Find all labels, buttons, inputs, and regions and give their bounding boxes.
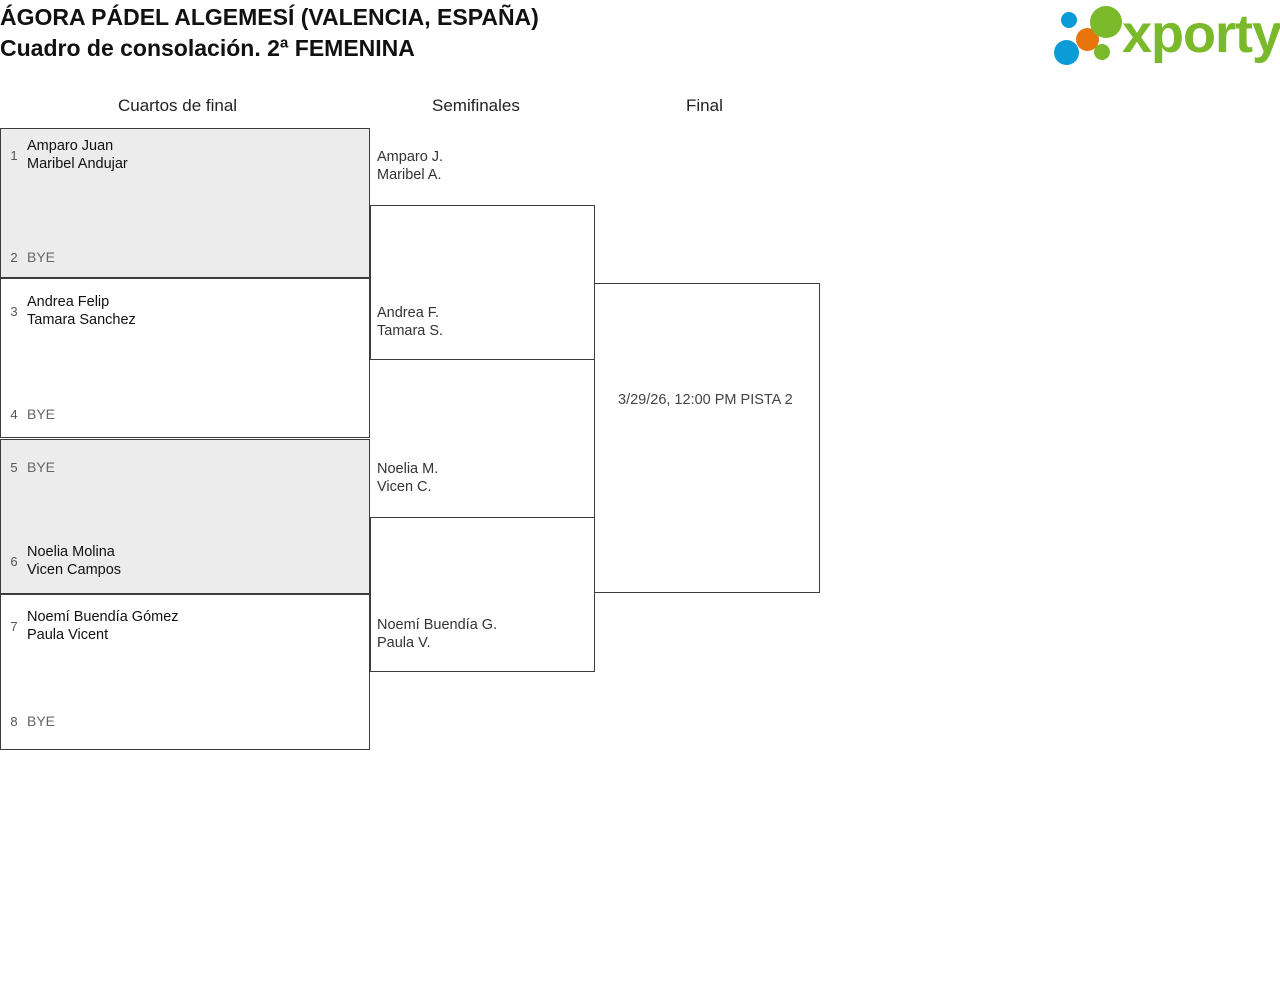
seed-number: 3 xyxy=(10,303,18,319)
tournament-title-block: ÁGORA PÁDEL ALGEMESÍ (VALENCIA, ESPAÑA) … xyxy=(0,2,900,64)
logo-wordmark: xporty xyxy=(1122,4,1280,64)
qf3-team-bottom[interactable]: 6 Noelia Molina Vicen Campos xyxy=(1,543,121,579)
match-box-final[interactable] xyxy=(594,283,820,593)
xporty-logo[interactable]: xporty xyxy=(1048,4,1280,68)
final-match-schedule: 3/29/26, 12:00 PM PISTA 2 xyxy=(618,392,793,408)
sf1-team-bottom[interactable]: Andrea F. Tamara S. xyxy=(377,305,444,339)
seed-number: 2 xyxy=(10,249,18,265)
match-box-qf2[interactable]: 3 Andrea Felip Tamara Sanchez 4 BYE xyxy=(0,278,370,438)
bracket-subtitle: Cuadro de consolación. 2ª FEMENINA xyxy=(0,35,415,61)
seed-number: 8 xyxy=(10,713,18,729)
seed-number: 4 xyxy=(10,406,18,422)
qf3-team-top[interactable]: 5 BYE xyxy=(1,458,55,476)
match-box-sf1[interactable] xyxy=(370,205,595,360)
qf4-team-top[interactable]: 7 Noemí Buendía Gómez Paula Vicent xyxy=(1,608,179,644)
team-names: Amparo Juan Maribel Andujar xyxy=(27,138,128,172)
qf4-team-bottom[interactable]: 8 BYE xyxy=(1,712,55,730)
qf1-team-bottom[interactable]: 2 BYE xyxy=(1,248,55,266)
match-box-sf2[interactable] xyxy=(370,517,595,672)
logo-dot-blue-small xyxy=(1061,12,1077,28)
bye-label: BYE xyxy=(27,713,56,729)
seed-number: 6 xyxy=(10,553,18,569)
bye-label: BYE xyxy=(27,459,56,475)
seed-number: 7 xyxy=(10,618,18,634)
qf2-team-top[interactable]: 3 Andrea Felip Tamara Sanchez xyxy=(1,293,136,329)
match-box-qf3[interactable]: 5 BYE 6 Noelia Molina Vicen Campos xyxy=(0,439,370,594)
logo-dots-icon xyxy=(1048,4,1124,68)
seed-number: 5 xyxy=(10,459,18,475)
sf1-team-top[interactable]: Amparo J. Maribel A. xyxy=(377,149,444,183)
logo-dot-green-small xyxy=(1094,44,1110,60)
bye-label: BYE xyxy=(27,249,56,265)
sf2-team-top[interactable]: Noelia M. Vicen C. xyxy=(377,461,439,495)
qf2-team-bottom[interactable]: 4 BYE xyxy=(1,405,55,423)
round-heading-quarterfinals: Cuartos de final xyxy=(118,96,238,115)
round-heading-semifinals: Semifinales xyxy=(432,96,520,115)
team-names: Andrea Felip Tamara Sanchez xyxy=(27,294,136,328)
seed-number: 1 xyxy=(10,147,18,163)
match-box-qf4[interactable]: 7 Noemí Buendía Gómez Paula Vicent 8 BYE xyxy=(0,594,370,750)
team-names: Noemí Buendía Gómez Paula Vicent xyxy=(27,609,179,643)
logo-dot-orange xyxy=(1076,28,1099,51)
qf1-team-top[interactable]: 1 Amparo Juan Maribel Andujar xyxy=(1,137,128,173)
team-names: Noelia Molina Vicen Campos xyxy=(27,544,122,578)
logo-dot-green-large xyxy=(1090,6,1122,38)
sf2-team-bottom[interactable]: Noemí Buendía G. Paula V. xyxy=(377,617,498,651)
logo-dot-blue-large xyxy=(1054,40,1079,65)
tournament-name: ÁGORA PÁDEL ALGEMESÍ (VALENCIA, ESPAÑA) xyxy=(0,4,539,30)
page-header: ÁGORA PÁDEL ALGEMESÍ (VALENCIA, ESPAÑA) … xyxy=(0,0,1280,90)
round-heading-final: Final xyxy=(686,96,723,115)
bye-label: BYE xyxy=(27,406,56,422)
match-box-qf1[interactable]: 1 Amparo Juan Maribel Andujar 2 BYE xyxy=(0,128,370,278)
